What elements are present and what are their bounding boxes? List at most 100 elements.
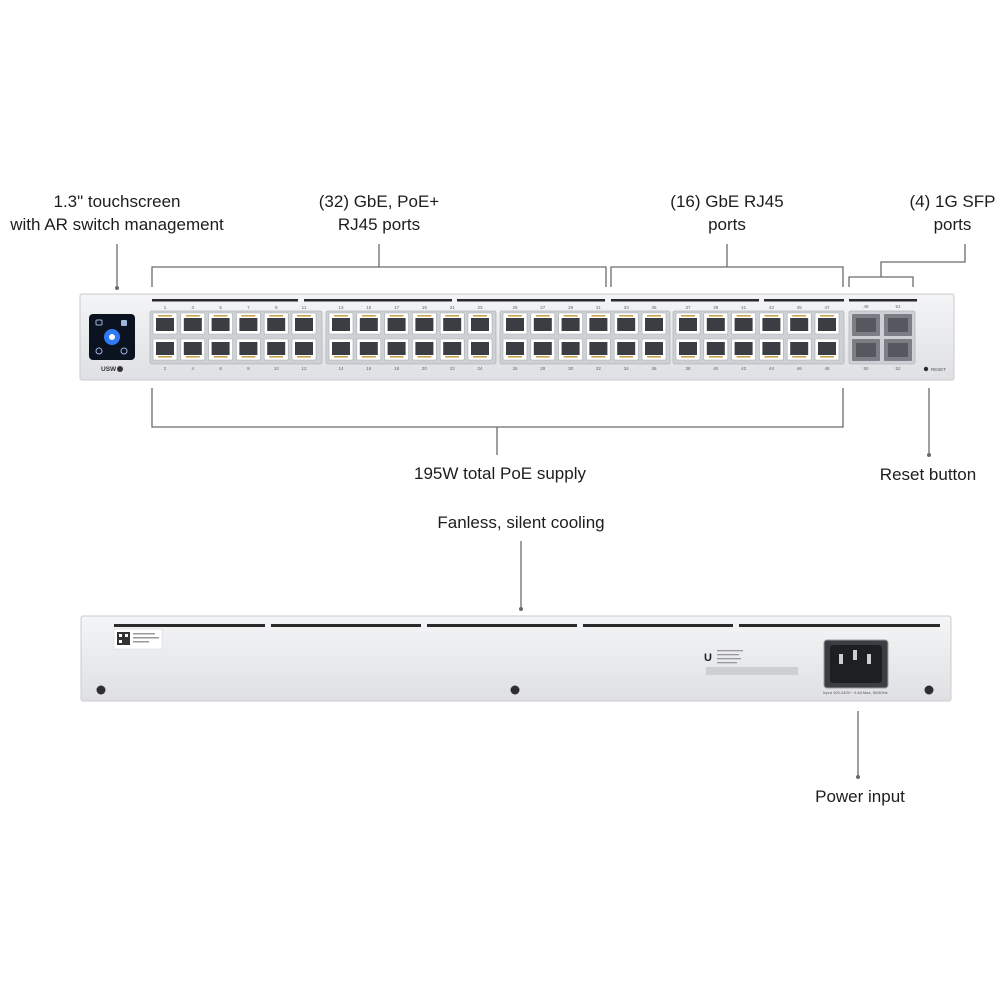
ubiquiti-logo-icon: U	[704, 652, 712, 664]
port-number-top: 27	[540, 305, 546, 310]
port-number-bottom: 20	[422, 366, 428, 371]
rj45-port-latch	[681, 356, 695, 358]
screw	[510, 685, 520, 695]
rj45-port-socket	[211, 342, 230, 355]
touchscreen-callout-line1: 1.3" touchscreen	[53, 192, 181, 211]
leader-lines	[116, 244, 966, 777]
rj45-port-socket	[239, 318, 258, 331]
rj45-port-socket	[506, 318, 524, 331]
serial-label	[113, 628, 163, 650]
rj45-port-latch	[297, 315, 311, 317]
rj45-port-latch	[389, 356, 404, 358]
screw	[96, 685, 106, 695]
port-number-bottom: 40	[713, 366, 719, 371]
port-number-bottom: 38	[685, 366, 691, 371]
port-number-bottom: 24	[477, 366, 483, 371]
rj45-port-latch	[269, 315, 284, 317]
power-rating-text: Input 100-240V~ 4.4A Max, 50/60Hz	[823, 690, 888, 695]
port-number-top: 47	[824, 305, 830, 310]
port-number-top: 11	[302, 305, 307, 310]
rj45-port-socket	[818, 318, 836, 331]
touchscreen-bottomright-icon	[120, 347, 128, 355]
port-number-top: 41	[741, 305, 747, 310]
port-number-bottom: 36	[651, 366, 657, 371]
rj45-port-socket	[295, 342, 313, 355]
rj45-port-socket	[790, 318, 809, 331]
rj45-port-socket	[589, 342, 608, 355]
touchscreen-topright-icon	[121, 320, 127, 326]
poe-ports-callout-line2: RJ45 ports	[337, 215, 421, 234]
touchscreen-leader-dot	[115, 286, 119, 290]
rj45-port-socket	[734, 342, 753, 355]
port-number-top: 23	[477, 305, 483, 310]
rj45-port-latch	[508, 356, 522, 358]
rj45-port-latch	[334, 356, 348, 358]
rj45-port-socket	[471, 342, 489, 355]
sfp-ports-callout-line2: ports	[933, 215, 972, 234]
rj45-port-socket	[332, 318, 350, 331]
rj45-port-latch	[269, 356, 284, 358]
sfp-ports-callout-line1: (4) 1G SFP	[909, 192, 996, 211]
rj45-port-socket	[533, 342, 552, 355]
rj45-port-latch	[619, 315, 634, 317]
rj45-port-latch	[792, 356, 807, 358]
rj45-port-latch	[297, 356, 311, 358]
port-number-top: 35	[651, 305, 657, 310]
touchscreen-topleft-icon	[95, 319, 103, 326]
rj45-port-latch	[535, 315, 550, 317]
rj45-port-socket	[762, 342, 781, 355]
rear-chassis	[80, 615, 952, 702]
rj45-port-socket	[506, 342, 524, 355]
rj45-port-socket	[762, 318, 781, 331]
port-number-bottom: 2	[164, 366, 167, 371]
screw	[924, 685, 934, 695]
rj45-port-socket	[790, 342, 809, 355]
rj45-port-socket	[706, 342, 725, 355]
rj45-port-socket	[183, 318, 202, 331]
rj45-port-socket	[443, 318, 462, 331]
port-number-bottom: 46	[797, 366, 803, 371]
rj45-port-latch	[417, 315, 432, 317]
rj45-port-socket	[734, 318, 753, 331]
rj45-port-latch	[591, 315, 606, 317]
port-number-top: 39	[713, 305, 719, 310]
port-number-bottom: 48	[824, 366, 830, 371]
rj45-port-latch	[158, 356, 172, 358]
rj45-port-latch	[334, 315, 348, 317]
poe-ports-bracket	[151, 266, 607, 287]
power-inlet	[823, 639, 889, 689]
cooling-callout: Fanless, silent cooling	[437, 513, 605, 532]
rj45-port-socket	[645, 318, 663, 331]
rj45-port-socket	[533, 318, 552, 331]
poe-ports-callout-line1: (32) GbE, PoE+	[318, 192, 440, 211]
poe-supply-bracket	[151, 388, 844, 428]
rj45-port-latch	[708, 356, 723, 358]
port-number-bottom: 4	[192, 366, 195, 371]
rj45-port-socket	[679, 342, 697, 355]
rj45-port-socket	[239, 342, 258, 355]
brand-logo-icon	[117, 366, 123, 372]
rj45-port-socket	[443, 342, 462, 355]
port-number-top: 43	[769, 305, 775, 310]
port-number-bottom: 42	[741, 366, 747, 371]
rj45-port-socket	[183, 342, 202, 355]
rj45-port-latch	[792, 315, 807, 317]
rj45-port-socket	[561, 342, 580, 355]
port-number-top: 13	[338, 305, 344, 310]
port-number-bottom: 44	[769, 366, 775, 371]
port-number-top: 25	[512, 305, 518, 310]
rj45-port-socket	[589, 318, 608, 331]
port-number-bottom: 10	[274, 366, 280, 371]
rj45-port-latch	[764, 356, 779, 358]
port-number-top: 9	[275, 305, 278, 310]
rj45-port-latch	[445, 315, 460, 317]
port-number-top: 1	[164, 305, 167, 310]
sfp-top-number: 51	[895, 304, 901, 309]
rj45-port-latch	[619, 356, 634, 358]
rj45-port-latch	[647, 315, 661, 317]
rj45-port-latch	[535, 356, 550, 358]
port-number-bottom: 6	[219, 366, 222, 371]
rj45-port-latch	[508, 315, 522, 317]
